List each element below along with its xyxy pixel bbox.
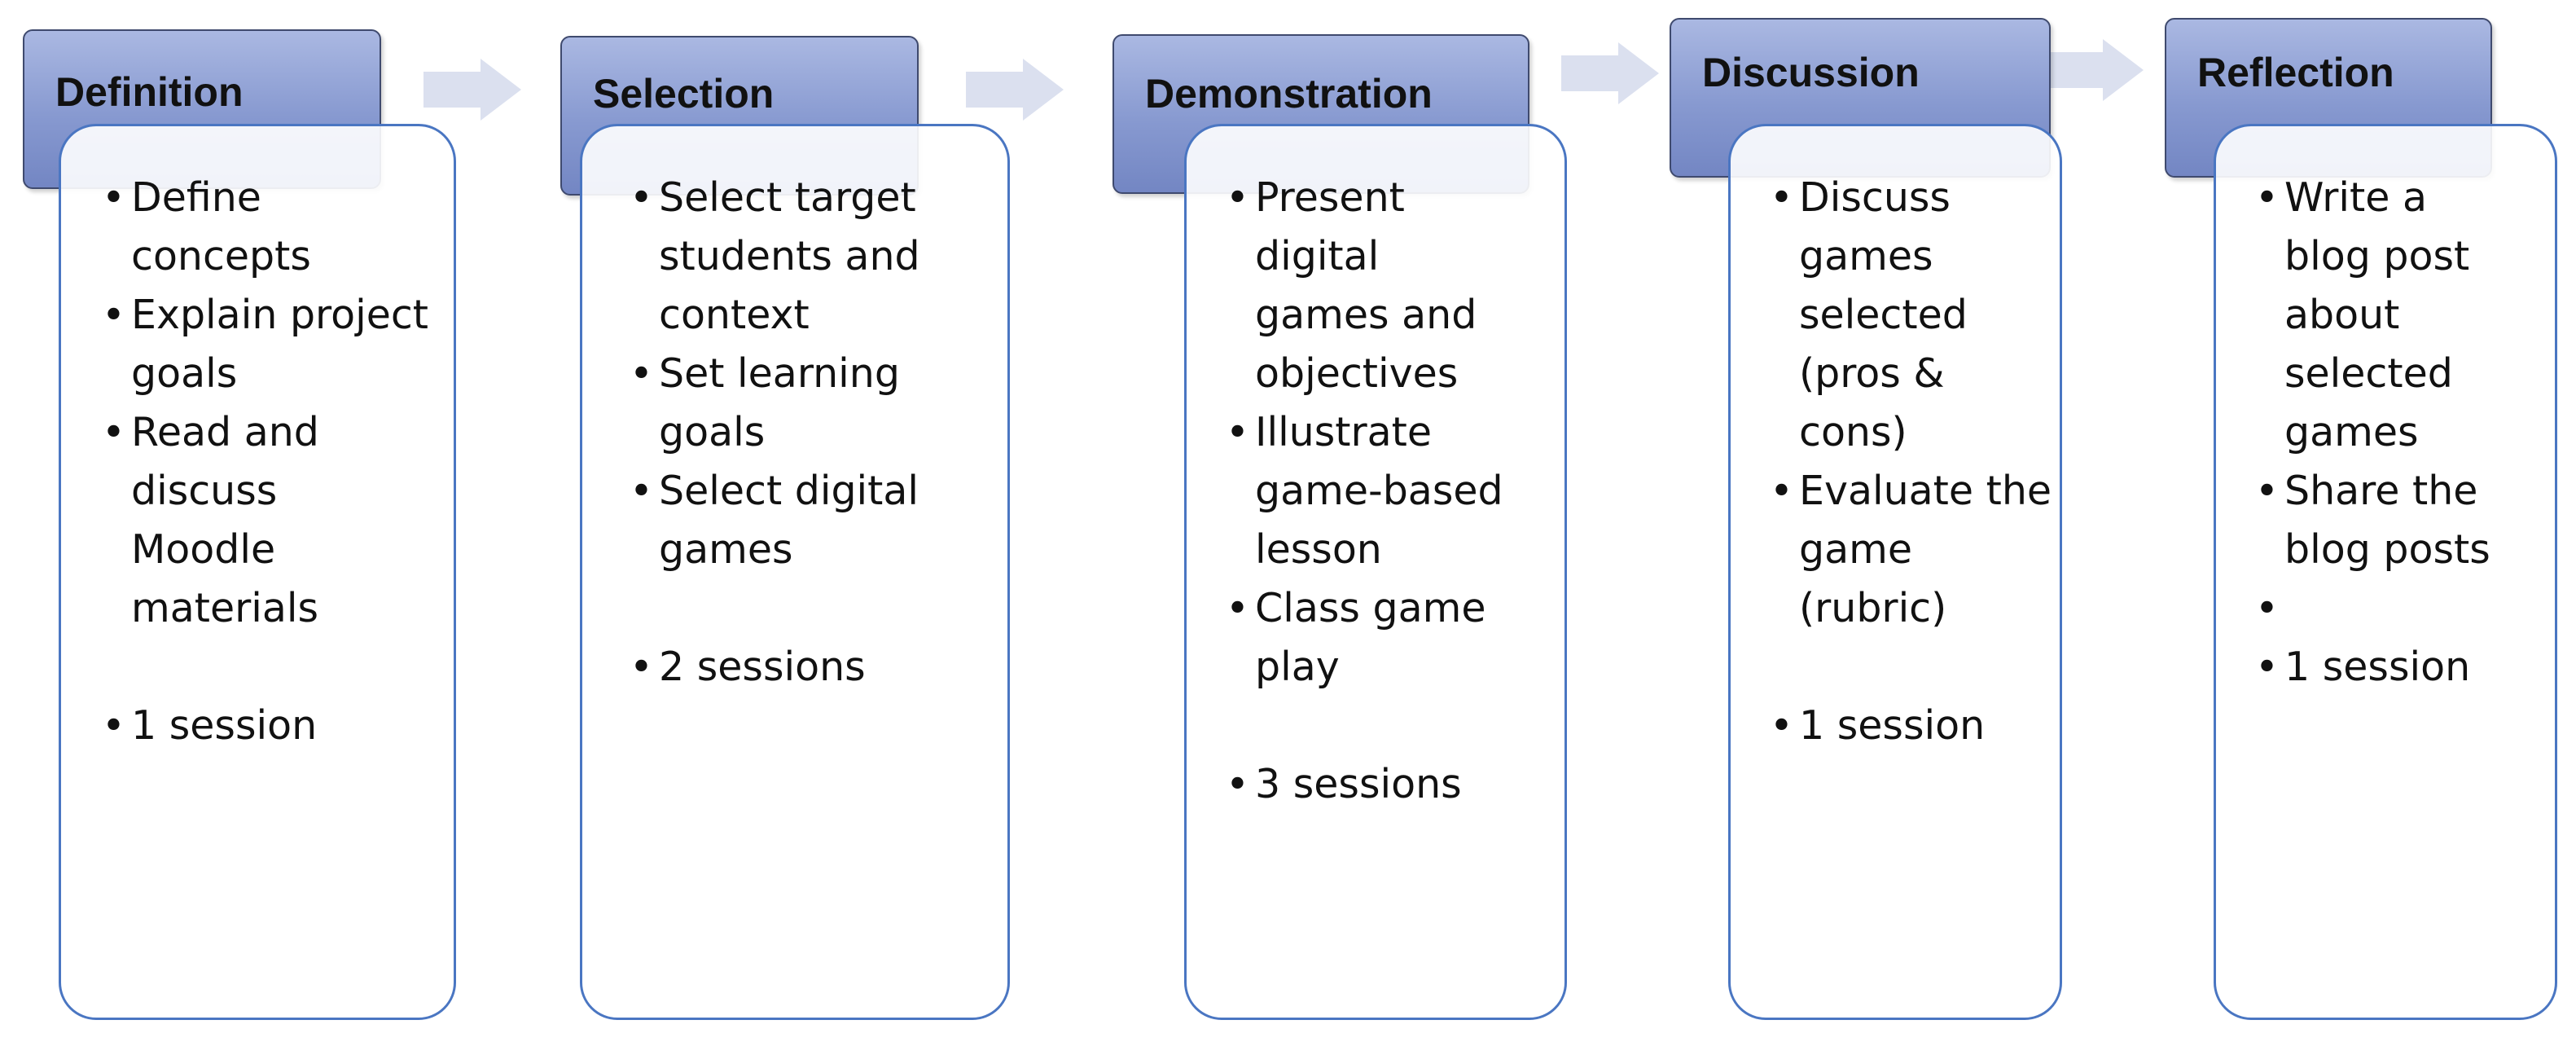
stage-title: Discussion — [1702, 50, 1920, 95]
arrow-right-icon — [2046, 39, 2144, 101]
bullet-item: Class game play — [1226, 579, 1524, 697]
stage-title: Definition — [55, 69, 244, 115]
arrow-right-icon — [1561, 42, 1659, 104]
stage-card-demonstration: Present digital games and objectives Ill… — [1184, 124, 1567, 1020]
arrow-right-icon — [966, 59, 1064, 121]
bullet-item: 1 session — [102, 697, 442, 755]
stage-bullet-list: Select target students and context Set l… — [630, 169, 996, 697]
stage-bullet-list: Present digital games and objectives Ill… — [1226, 169, 1553, 814]
arrow-right-icon — [423, 59, 521, 121]
bullet-item: Evaluate the game (rubric) — [1770, 462, 2060, 638]
bullet-item: Read and discuss Moodle materials — [102, 403, 359, 638]
bullet-item: Set learning goals — [630, 345, 985, 462]
stage-card-reflection: Write a blog post about selected games S… — [2214, 124, 2557, 1020]
stage-bullet-list: Discuss games selected (pros & cons) Eva… — [1770, 169, 2052, 755]
bullet-item: Define concepts — [102, 169, 311, 286]
bullet-item: Illustrate game-based lesson — [1226, 403, 1556, 579]
bullet-item: Select target students and context — [630, 169, 985, 345]
bullet-item: 3 sessions — [1226, 755, 1553, 814]
stage-title: Demonstration — [1145, 71, 1433, 117]
bullet-item — [2255, 579, 2543, 638]
stage-card-definition: Define concepts Explain project goals Re… — [59, 124, 456, 1020]
bullet-item: Share the blog posts — [2255, 462, 2553, 579]
bullet-item: 1 session — [1770, 697, 2048, 755]
stage-title: Reflection — [2197, 50, 2394, 95]
bullet-item: Explain project goals — [102, 286, 441, 403]
stage-card-discussion: Discuss games selected (pros & cons) Eva… — [1728, 124, 2062, 1020]
bullet-item: Write a blog post about selected games — [2255, 169, 2521, 462]
bullet-item: 1 session — [2255, 638, 2543, 697]
stage-bullet-list: Define concepts Explain project goals Re… — [102, 169, 442, 755]
bullet-item: Present digital games and objectives — [1226, 169, 1524, 403]
bullet-item: Discuss games selected (pros & cons) — [1770, 169, 2027, 462]
stage-card-selection: Select target students and context Set l… — [580, 124, 1010, 1020]
bullet-item: 2 sessions — [630, 638, 996, 697]
stage-bullet-list: Write a blog post about selected games S… — [2255, 169, 2543, 697]
stage-title: Selection — [593, 71, 775, 117]
bullet-item: Select digital games — [630, 462, 985, 579]
